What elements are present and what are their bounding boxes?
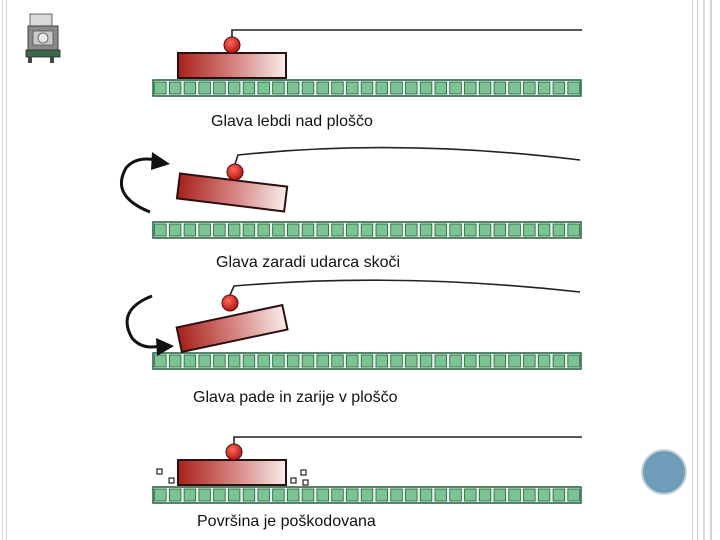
platter-stage4 — [152, 486, 582, 504]
hard-drive-icon — [25, 13, 61, 63]
debris-particles — [156, 468, 309, 486]
left-frame-lines — [0, 0, 9, 540]
platter-stage3 — [152, 352, 582, 370]
head-stage1 — [177, 29, 582, 79]
caption-stage4: Površina je poškodovana — [197, 513, 376, 530]
head-stage3 — [175, 279, 581, 354]
platter-stage1 — [152, 79, 582, 97]
head-stage2 — [175, 146, 581, 213]
platter-stage2 — [152, 221, 582, 239]
caption-stage1: Glava lebdi nad ploščo — [211, 113, 373, 130]
head-stage4 — [177, 436, 582, 486]
right-frame-lines — [688, 0, 720, 540]
caption-stage3: Glava pade in zarije v ploščo — [193, 389, 398, 406]
caption-stage2: Glava zaradi udarca skoči — [216, 254, 401, 271]
decorative-circle-icon — [641, 449, 687, 495]
curved-arrow-icon — [120, 152, 170, 214]
curved-arrow-icon — [125, 294, 174, 356]
